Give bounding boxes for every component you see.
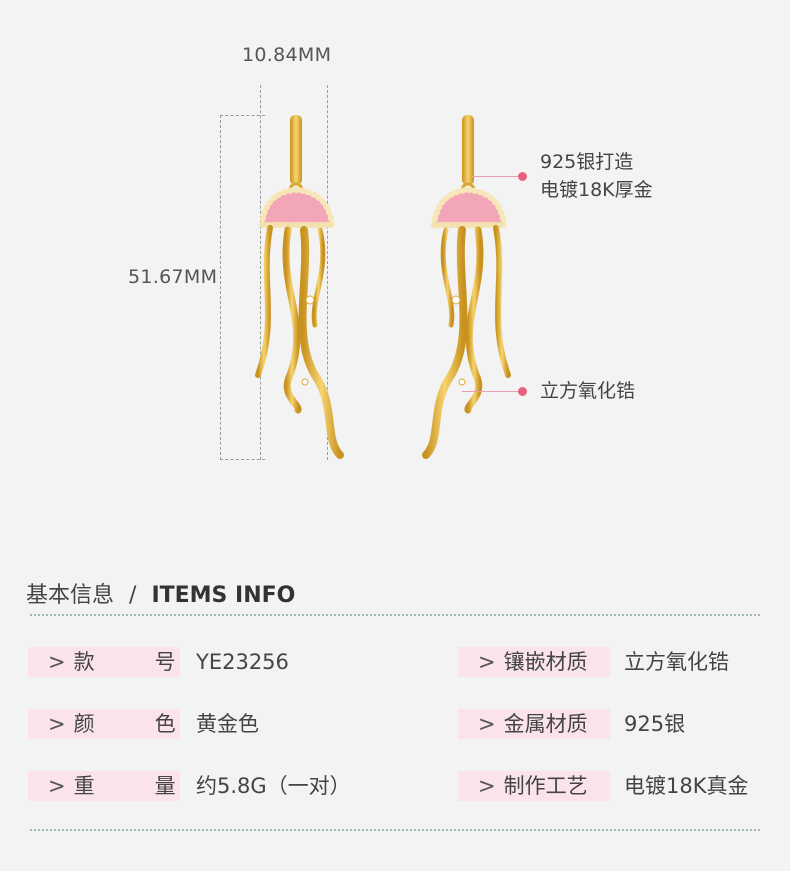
callout-leader-stone	[462, 391, 522, 392]
arrow-icon: >	[48, 712, 66, 736]
section-divider-bottom	[30, 829, 760, 831]
arrow-icon: >	[478, 712, 496, 736]
spec-value-weight: 约5.8G（一对）	[196, 774, 351, 798]
spec-value-color: 黄金色	[196, 712, 259, 736]
callout-metal-line2: 电镀18K厚金	[540, 179, 653, 201]
spec-value-craft: 电镀18K真金	[624, 774, 749, 798]
arrow-icon: >	[478, 774, 496, 798]
spec-label-model: >款号	[28, 647, 180, 677]
width-dimension-label: 10.84MM	[242, 44, 332, 66]
earring-left-image	[255, 115, 344, 459]
spec-label-weight: >重量	[28, 771, 180, 801]
arrow-icon: >	[48, 774, 66, 798]
callout-metal-line1: 925银打造	[540, 151, 634, 173]
length-dimension-label: 51.67MM	[128, 266, 218, 288]
section-title-en: ITEMS INFO	[151, 583, 296, 608]
spec-value-model: YE23256	[196, 650, 289, 674]
section-title-cn: 基本信息	[26, 583, 115, 608]
callout-dot-metal	[518, 172, 527, 181]
arrow-icon: >	[48, 650, 66, 674]
section-title-separator: /	[129, 583, 137, 608]
spec-label-color: >颜色	[28, 709, 180, 739]
section-title: 基本信息 / ITEMS INFO	[26, 577, 295, 609]
spec-value-metal: 925银	[624, 712, 686, 736]
spec-label-inlay: >镶嵌材质	[458, 647, 610, 677]
earring-right-image	[422, 115, 511, 459]
section-divider-top	[30, 614, 760, 616]
spec-value-inlay: 立方氧化锆	[624, 650, 729, 674]
callout-leader-metal	[472, 176, 522, 177]
callout-dot-stone	[518, 387, 527, 396]
width-guide	[260, 85, 328, 460]
spec-label-craft: >制作工艺	[458, 771, 610, 801]
arrow-icon: >	[478, 650, 496, 674]
spec-label-metal: >金属材质	[458, 709, 610, 739]
length-guide	[220, 115, 265, 460]
callout-metal-text: 925银打造 电镀18K厚金	[540, 148, 653, 204]
callout-stone-text: 立方氧化锆	[540, 380, 636, 402]
